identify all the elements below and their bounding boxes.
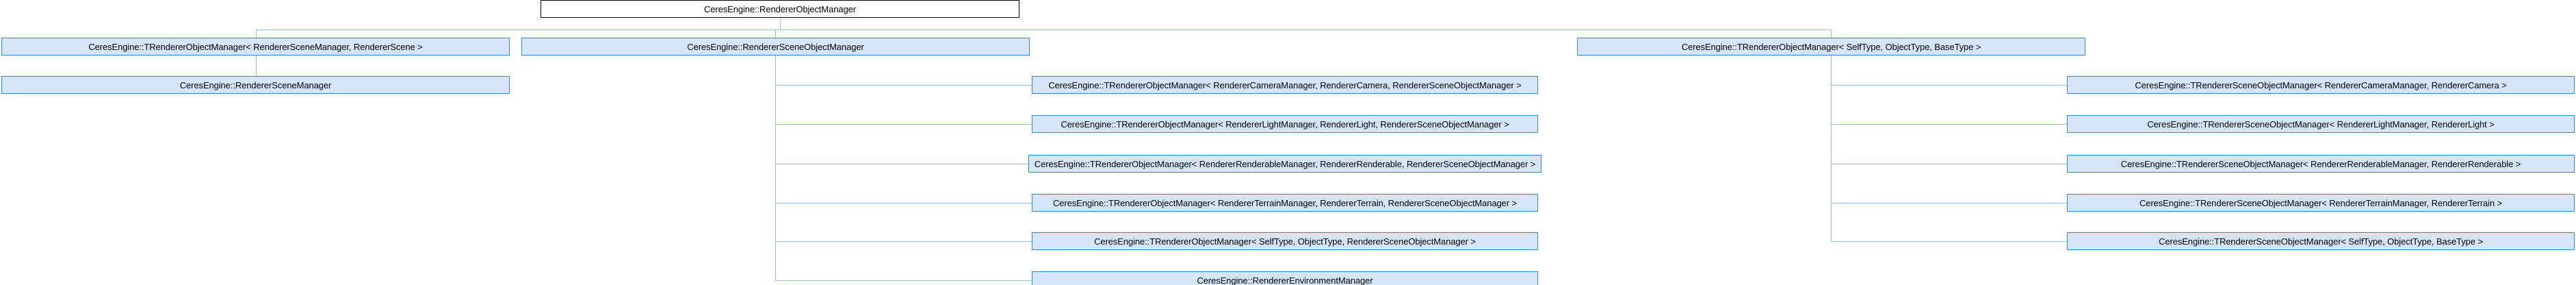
edge-level2-drop-1 — [256, 29, 257, 38]
class-node-label: CeresEngine::TRendererObjectManager< Ren… — [88, 41, 423, 52]
class-node-label: CeresEngine::TRendererSceneObjectManager… — [2147, 119, 2495, 129]
class-node-trenderer-object-manager-light[interactable]: CeresEngine::TRendererObjectManager< Ren… — [1032, 115, 1538, 133]
class-node-trenderer-object-manager-selftype[interactable]: CeresEngine::TRendererObjectManager< Sel… — [1577, 38, 2085, 55]
class-node-label: CeresEngine::TRendererSceneObjectManager… — [2159, 236, 2483, 247]
edge-middle-branch-6 — [775, 280, 1032, 281]
edge-scene-manager — [256, 55, 257, 76]
class-node-label: CeresEngine::TRendererSceneObjectManager… — [2120, 158, 2521, 169]
class-node-trenderer-object-manager-terrain[interactable]: CeresEngine::TRendererObjectManager< Ren… — [1032, 194, 1538, 212]
class-node-trenderer-scene-object-manager-renderable[interactable]: CeresEngine::TRendererSceneObjectManager… — [2067, 155, 2575, 173]
class-node-renderer-environment-manager[interactable]: CeresEngine::RendererEnvironmentManager — [1032, 271, 1538, 285]
class-node-label: CeresEngine::TRendererObjectManager< Sel… — [1681, 41, 1981, 52]
class-node-trenderer-scene-object-manager-camera[interactable]: CeresEngine::TRendererSceneObjectManager… — [2067, 76, 2575, 94]
class-node-label: CeresEngine::RendererSceneManager — [179, 79, 332, 90]
class-node-renderer-object-manager[interactable]: CeresEngine::RendererObjectManager — [541, 0, 1019, 18]
edge-middle-branch-5 — [775, 241, 1032, 242]
class-node-trenderer-object-manager-scene[interactable]: CeresEngine::TRendererObjectManager< Ren… — [1, 38, 510, 55]
class-node-label: CeresEngine::TRendererObjectManager< Sel… — [1094, 236, 1476, 247]
class-node-label: CeresEngine::TRendererObjectManager< Ren… — [1061, 119, 1509, 129]
class-node-trenderer-object-manager-selftype-scene[interactable]: CeresEngine::TRendererObjectManager< Sel… — [1032, 232, 1538, 250]
class-node-trenderer-object-manager-camera[interactable]: CeresEngine::TRendererObjectManager< Ren… — [1032, 76, 1538, 94]
class-node-renderer-scene-manager[interactable]: CeresEngine::RendererSceneManager — [1, 76, 510, 94]
edge-level2-drop-3 — [1831, 29, 1832, 38]
edge-right-branch-2 — [1831, 124, 2067, 125]
class-node-label: CeresEngine::RendererObjectManager — [703, 3, 857, 14]
class-node-label: CeresEngine::TRendererSceneObjectManager… — [2135, 79, 2507, 90]
class-node-label: CeresEngine::TRendererObjectManager< Ren… — [1034, 158, 1536, 169]
class-node-trenderer-scene-object-manager-terrain[interactable]: CeresEngine::TRendererSceneObjectManager… — [2067, 194, 2575, 212]
edge-level2-trunk — [256, 29, 1832, 30]
edge-right-spine — [1831, 55, 1832, 241]
class-node-trenderer-scene-object-manager-light[interactable]: CeresEngine::TRendererSceneObjectManager… — [2067, 115, 2575, 133]
edge-middle-branch-1 — [775, 85, 1032, 86]
edge-middle-spine — [775, 55, 776, 280]
edge-right-branch-5 — [1831, 241, 2067, 242]
edge-middle-branch-2 — [775, 124, 1032, 125]
class-node-label: CeresEngine::RendererEnvironmentManager — [1197, 275, 1373, 285]
class-node-label: CeresEngine::TRendererObjectManager< Ren… — [1052, 197, 1518, 208]
class-node-label: CeresEngine::TRendererSceneObjectManager… — [2139, 197, 2503, 208]
edge-right-branch-1 — [1831, 85, 2067, 86]
class-node-trenderer-object-manager-renderable[interactable]: CeresEngine::TRendererObjectManager< Ren… — [1028, 155, 1541, 173]
edge-level2-drop-2 — [775, 29, 776, 38]
class-node-label: CeresEngine::RendererSceneObjectManager — [687, 41, 864, 52]
class-node-renderer-scene-object-manager[interactable]: CeresEngine::RendererSceneObjectManager — [521, 38, 1030, 55]
class-node-label: CeresEngine::TRendererObjectManager< Ren… — [1048, 79, 1522, 90]
class-node-trenderer-scene-object-manager-selftype[interactable]: CeresEngine::TRendererSceneObjectManager… — [2067, 232, 2575, 250]
edge-root-stub — [780, 18, 781, 29]
